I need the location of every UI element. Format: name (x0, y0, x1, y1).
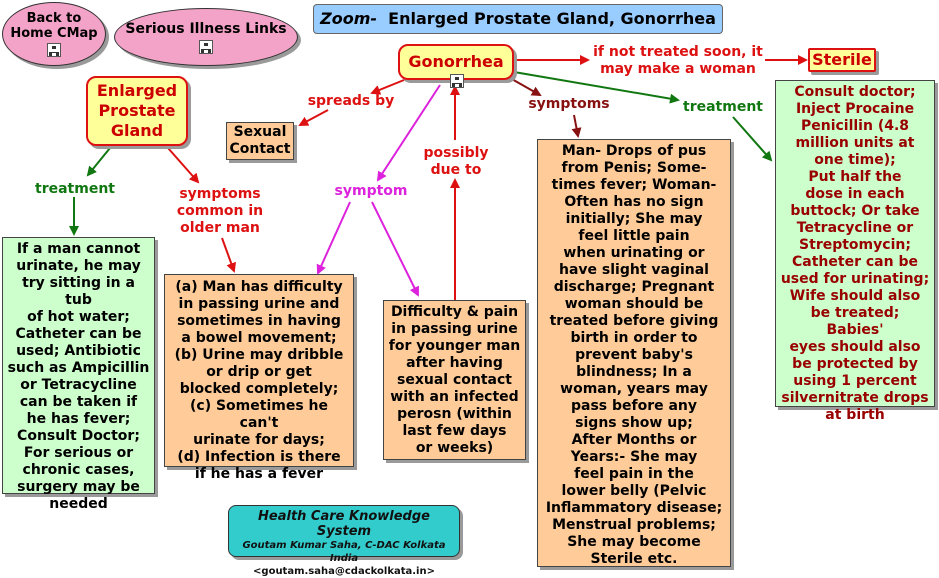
gonorrhea-symptoms-box: Man- Drops of pus from Penis; Some- time… (537, 139, 731, 567)
arrow-gonorrhea-to-treatment (513, 71, 680, 104)
gonorrhea-treatment-text: Consult doctor; Inject Procaine Penicill… (780, 84, 930, 423)
arrow-symptoms-to-box (571, 114, 582, 138)
sexual-contact-label: Sexual Contact (229, 124, 291, 157)
serious-illness-links-button[interactable]: Serious Illness Links (114, 8, 298, 66)
gonorrhea-concept[interactable]: Gonorrhea (398, 44, 514, 88)
prostate-treatment-box: If a man cannot urinate, he may try sitt… (2, 237, 155, 512)
enlarged-prostate-concept: Enlarged Prostate Gland (86, 76, 188, 146)
link-symptom: symptom (334, 183, 408, 199)
arrow-treatment-to-box (732, 116, 773, 162)
prostate-symptoms-text: (a) Man has difficulty in passing urine … (174, 279, 344, 482)
arrow-gonorrhea-to-symptoms (509, 77, 542, 96)
arrow-prostate-to-treatment (86, 147, 111, 177)
arrow-symptoms-older-to-box (221, 237, 236, 273)
link-treatment-gonorrhea: treatment (683, 99, 763, 115)
arrow-spreads-by-to-sexual-contact (298, 109, 329, 126)
gonorrhea-label: Gonorrhea (408, 52, 504, 71)
back-home-label: Back to Home CMap (10, 11, 98, 41)
link-possibly-due-to: possibly due to (423, 145, 489, 178)
concept-map-icon[interactable] (199, 39, 213, 54)
credit-author: Goutam Kumar Saha, C-DAC Kolkata India (242, 540, 446, 564)
back-home-cmap-button[interactable]: Back to Home CMap (2, 2, 106, 66)
link-not-treated: if not treated soon, it may make a woman (593, 44, 763, 77)
credit-email: <goutam.saha@cdackolkata.in> (253, 566, 435, 577)
enlarged-prostate-label: Enlarged Prostate Gland (96, 81, 178, 140)
serious-links-label: Serious Illness Links (125, 20, 287, 37)
gonorrhea-treatment-box: Consult doctor; Inject Procaine Penicill… (775, 80, 935, 423)
title-main: Enlarged Prostate Gland, Gonorrhea (388, 9, 716, 28)
page-title: Zoom- Enlarged Prostate Gland, Gonorrhea (313, 4, 723, 34)
young-man-symptom-box: Difficulty & pain in passing urine for y… (383, 300, 526, 460)
sterile-concept: Sterile (808, 48, 876, 72)
arrow-prostate-to-symptoms-older (167, 147, 200, 184)
gonorrhea-symptoms-text: Man- Drops of pus from Penis; Some- time… (545, 143, 723, 567)
arrow-gonorrhea-to-symptom (376, 84, 441, 182)
link-treatment-prostate: treatment (35, 181, 115, 197)
link-symptoms-gonorrhea: symptoms (528, 96, 610, 112)
arrow-gonorrhea-to-spreads-by (370, 79, 405, 95)
arrow-symptom-to-prostate-symptoms (316, 201, 351, 275)
arrow-symptom-to-young-man (371, 201, 419, 297)
credit-title: Health Care Knowledge System (258, 509, 430, 539)
prostate-treatment-text: If a man cannot urinate, he may try sitt… (7, 241, 150, 512)
credit-box: Health Care Knowledge System Goutam Kuma… (228, 505, 460, 577)
prostate-symptoms-box: (a) Man has difficulty in passing urine … (164, 274, 354, 482)
link-spreads-by: spreads by (307, 93, 395, 109)
concept-map-icon[interactable] (47, 43, 61, 57)
concept-map-icon[interactable] (450, 74, 464, 88)
sterile-label: Sterile (812, 50, 872, 69)
link-symptoms-older-man: symptoms common in older man (176, 186, 264, 236)
young-man-symptom-text: Difficulty & pain in passing urine for y… (388, 304, 521, 456)
sexual-contact-concept: Sexual Contact (226, 122, 294, 160)
title-prefix: Zoom- (320, 9, 378, 28)
